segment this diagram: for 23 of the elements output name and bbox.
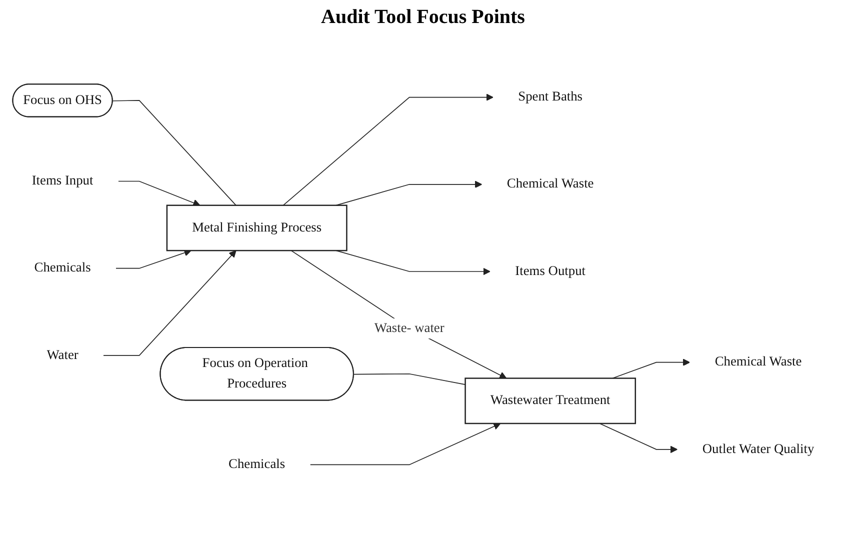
node-text: Items Output (515, 264, 586, 278)
node-text: Chemicals (228, 457, 286, 472)
arrow (118, 180, 200, 206)
connector (112, 100, 236, 206)
node-text: Spent Baths (518, 90, 583, 104)
arrow (103, 250, 236, 356)
arrow (612, 358, 690, 379)
node-text: Items Input (32, 174, 94, 188)
node-box: Metal Finishing Process (166, 204, 348, 252)
arrow (282, 94, 494, 206)
diagram-title: Audit Tool Focus Points (320, 6, 526, 29)
node-text: Chemical Waste (714, 354, 802, 370)
node-text: Chemicals (34, 260, 91, 276)
node-text: Outlet Water Quality (702, 442, 814, 456)
arrow (310, 422, 501, 466)
arrow (116, 249, 192, 269)
node-text: Water (46, 348, 78, 362)
edge-label: Waste- water (374, 320, 444, 336)
connector (353, 373, 466, 385)
arrow (599, 423, 678, 454)
arrow (290, 250, 507, 379)
node-box: Wastewater Treatment (464, 378, 636, 424)
node-text: Chemical Waste (506, 176, 594, 192)
